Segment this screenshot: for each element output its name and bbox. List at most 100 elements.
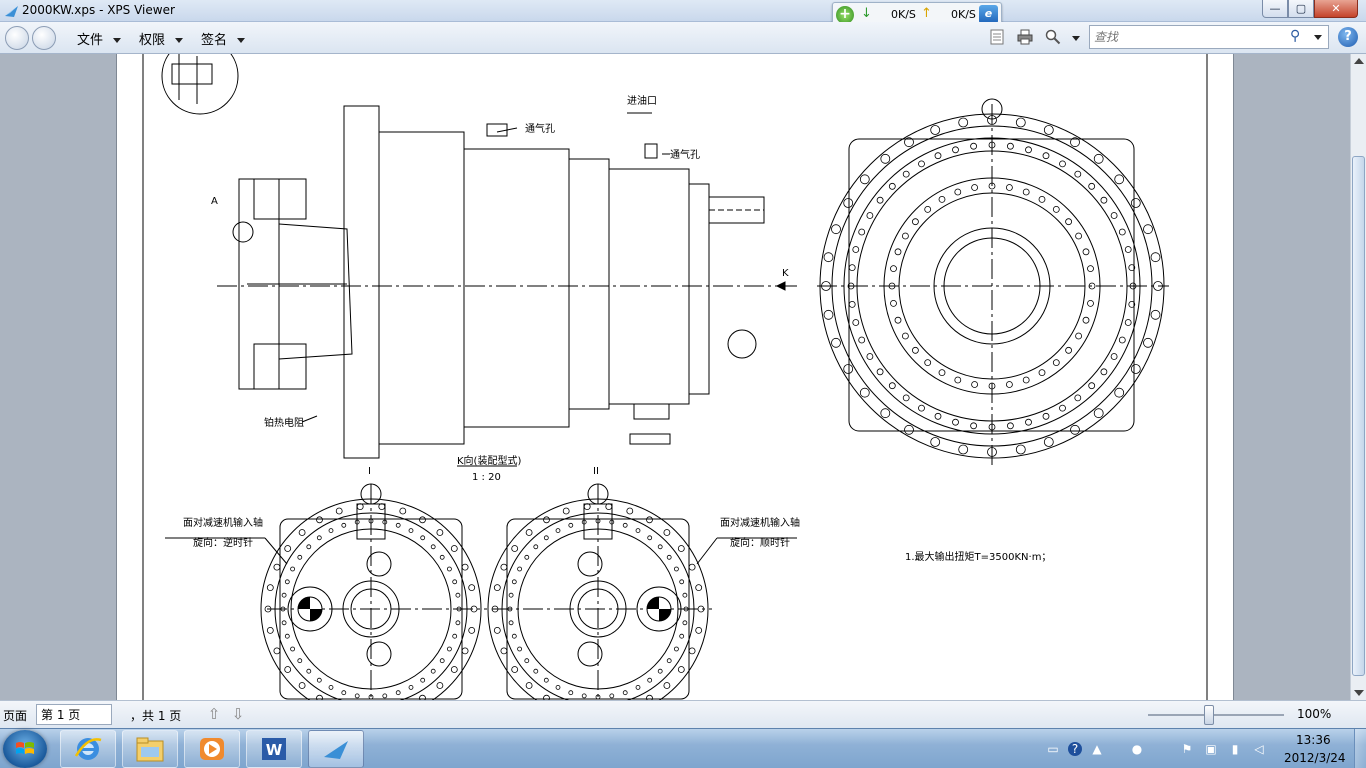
menu-signature[interactable]: 签名 — [201, 29, 246, 48]
network-icon[interactable]: ▮ — [1231, 742, 1239, 756]
search-input[interactable] — [1094, 28, 1284, 46]
bolt-hole — [902, 170, 910, 178]
bolt-hole — [395, 522, 401, 528]
search-box[interactable]: ⚲ — [1089, 25, 1329, 49]
bolt-hole — [273, 563, 281, 571]
bolt-hole — [1124, 246, 1132, 253]
bolt-hole — [952, 146, 959, 154]
bolt-hole — [677, 666, 685, 673]
bolt-hole — [420, 535, 426, 541]
bolt-hole — [902, 394, 910, 402]
help-button[interactable]: ? — [1338, 27, 1358, 47]
help-tray-icon[interactable]: ? — [1068, 742, 1082, 756]
clock-date[interactable]: 2012/3/24 — [1284, 751, 1346, 765]
taskbar-xps-viewer[interactable] — [308, 730, 364, 768]
bolt-hole — [378, 503, 386, 511]
volume-icon[interactable]: ◁ — [1254, 742, 1264, 756]
bolt-hole — [918, 404, 925, 412]
bolt-hole — [858, 336, 866, 344]
back-button[interactable] — [5, 26, 29, 50]
vertical-scrollbar[interactable] — [1350, 54, 1366, 700]
label-right-note-2: 旋向：顺时针 — [730, 536, 790, 549]
document-viewer[interactable]: 进油口 通气孔 通气孔 A K 铂热电阻 K向(装配型式) 1 : 20 I I… — [0, 54, 1350, 700]
action-center-icon[interactable]: ⚑ — [1181, 742, 1193, 756]
download-speed: 0K/S — [891, 8, 916, 21]
bolt-hole — [918, 160, 925, 168]
zoom-slider-thumb[interactable] — [1204, 705, 1215, 725]
bolt-hole — [316, 535, 322, 541]
start-button[interactable] — [3, 730, 47, 768]
scroll-up-icon[interactable] — [1354, 58, 1364, 64]
menu-permissions[interactable]: 权限 — [139, 29, 184, 48]
taskbar-word[interactable]: W — [246, 730, 302, 768]
taskbar-media-player[interactable] — [184, 730, 240, 768]
scroll-down-icon[interactable] — [1354, 690, 1364, 696]
chevron-up-icon[interactable]: ▲ — [1092, 742, 1102, 756]
bolt-hole — [626, 507, 634, 515]
bolt-hole — [507, 606, 513, 612]
bolt-hole — [439, 554, 445, 560]
show-desktop-button[interactable] — [1354, 729, 1366, 768]
ie-icon[interactable]: e — [979, 5, 998, 24]
bolt-hole — [511, 633, 517, 639]
document-outline-icon[interactable] — [989, 29, 1005, 45]
next-page-icon[interactable]: ⇩ — [231, 705, 245, 723]
maximize-button[interactable]: ▢ — [1288, 0, 1314, 18]
bolt-hole — [1025, 146, 1032, 154]
bolt-hole — [408, 528, 414, 534]
bolt-hole — [511, 545, 519, 552]
bolt-hole — [848, 300, 856, 308]
printer-icon[interactable] — [1017, 29, 1033, 45]
bolt-hole — [988, 423, 996, 431]
bolt-hole — [335, 507, 343, 515]
bolt-hole — [1130, 364, 1141, 374]
bolt-hole — [1118, 228, 1126, 236]
bolt-hole — [635, 528, 641, 534]
zoom-icon[interactable] — [1045, 29, 1061, 45]
bolt-hole — [581, 693, 587, 699]
device-icon[interactable]: ▣ — [1205, 742, 1217, 756]
bolt-hole — [354, 519, 360, 525]
plus-icon[interactable]: + — [836, 6, 854, 24]
qq-icon[interactable]: ● — [1131, 742, 1143, 756]
menu-file-label: 文件 — [77, 33, 104, 48]
chevron-down-icon[interactable] — [1314, 35, 1322, 40]
bolt-hole — [890, 299, 897, 307]
previous-page-icon[interactable]: ⇧ — [207, 705, 221, 723]
bolt-hole — [555, 685, 561, 690]
page-number-input[interactable] — [36, 704, 112, 725]
upload-arrow-icon: ↑ — [921, 6, 932, 21]
minimize-button[interactable]: — — [1262, 0, 1288, 18]
scroll-thumb[interactable] — [1352, 156, 1365, 676]
bolt-hole — [328, 685, 334, 690]
taskbar-explorer[interactable] — [122, 730, 178, 768]
bolt-hole — [524, 658, 530, 664]
bolt-hole — [958, 444, 969, 455]
bolt-hole — [1087, 265, 1094, 273]
bolt-hole — [583, 503, 591, 511]
bolt-hole — [1118, 336, 1126, 344]
bolt-hole — [988, 141, 996, 149]
bolt-hole — [446, 566, 452, 572]
bolt-hole — [328, 528, 334, 534]
menu-permissions-label: 权限 — [139, 33, 166, 48]
zoom-slider-track[interactable] — [1148, 714, 1284, 716]
bolt-hole — [930, 437, 941, 447]
bolt-hole — [938, 369, 946, 377]
bolt-hole — [533, 668, 539, 674]
bolt-hole — [1074, 394, 1082, 402]
keyboard-icon[interactable]: ▭ — [1047, 742, 1059, 756]
close-button[interactable]: ✕ — [1314, 0, 1358, 18]
bolt-hole — [1088, 282, 1096, 290]
taskbar-ie[interactable] — [60, 730, 116, 768]
chevron-down-icon[interactable] — [1068, 29, 1084, 45]
bolt-hole — [852, 246, 860, 253]
menu-file[interactable]: 文件 — [77, 29, 122, 48]
bolt-hole — [688, 647, 696, 655]
clock-time[interactable]: 13:36 — [1296, 733, 1331, 747]
forward-button[interactable] — [32, 26, 56, 50]
search-icon[interactable]: ⚲ — [1290, 28, 1301, 44]
bolt-hole — [1015, 117, 1026, 128]
bolt-hole — [555, 528, 561, 534]
bolt-hole — [341, 522, 347, 528]
